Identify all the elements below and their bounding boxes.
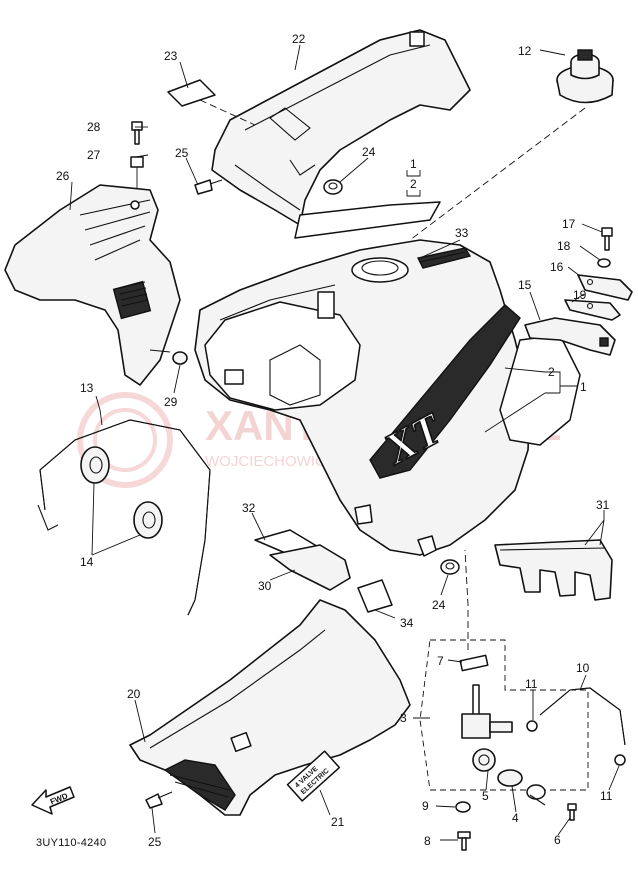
part-10-fuel-hose bbox=[539, 687, 626, 746]
callout-labels: 22 23 12 28 27 25 24 26 1 2 17 33 18 16 … bbox=[36, 32, 613, 849]
part-24-damper-top bbox=[323, 179, 343, 195]
part-29-grommet bbox=[149, 349, 188, 365]
part-14-damper bbox=[80, 446, 163, 539]
callout-3: 3 bbox=[400, 711, 407, 725]
part-24-damper-lower bbox=[440, 559, 460, 575]
callout-15: 15 bbox=[518, 278, 532, 292]
part-3-fuel-cock-assembly bbox=[419, 549, 589, 851]
callout-33: 33 bbox=[455, 226, 469, 240]
callout-28: 28 bbox=[87, 120, 101, 134]
part-25-bolt-top bbox=[194, 179, 223, 195]
part-33-fuel-tank: XT bbox=[194, 239, 581, 557]
callout-27: 27 bbox=[87, 148, 101, 162]
callout-26: 26 bbox=[56, 169, 70, 183]
part-31-pad-set bbox=[494, 539, 613, 601]
callout-24-top: 24 bbox=[362, 145, 376, 159]
callout-10: 10 bbox=[576, 661, 590, 675]
callout-25-top: 25 bbox=[175, 146, 189, 160]
fwd-label: FWD bbox=[49, 791, 69, 806]
fwd-arrow-icon: FWD bbox=[31, 786, 75, 815]
callout-7: 7 bbox=[437, 654, 444, 668]
diagram-code: 3UY110-4240 bbox=[36, 837, 106, 849]
callout-8: 8 bbox=[424, 834, 431, 848]
callout-29: 29 bbox=[164, 395, 178, 409]
part-20-lower-cover: 4 VALVE ELECTRIC bbox=[129, 599, 411, 816]
part-11-clamp bbox=[526, 720, 626, 766]
callout-18: 18 bbox=[557, 239, 571, 253]
callout-13: 13 bbox=[80, 381, 94, 395]
callout-16: 16 bbox=[550, 260, 564, 274]
callout-22: 22 bbox=[292, 32, 306, 46]
part-2-sheet bbox=[294, 201, 441, 239]
callout-6: 6 bbox=[554, 833, 561, 847]
part-15-mount-rubber bbox=[524, 317, 616, 356]
bracket-2-top: 2 bbox=[410, 177, 417, 191]
callout-21: 21 bbox=[331, 815, 345, 829]
callout-19: 19 bbox=[573, 288, 587, 302]
callout-2-tank: 2 bbox=[548, 365, 555, 379]
callout-11-right: 11 bbox=[600, 789, 613, 803]
part-26-side-cover bbox=[4, 184, 181, 386]
callout-30: 30 bbox=[258, 579, 272, 593]
callout-32: 32 bbox=[242, 501, 256, 515]
part-13-wire-bail bbox=[37, 419, 211, 616]
callout-11-left: 11 bbox=[525, 677, 538, 691]
part-12-fuel-cap bbox=[409, 49, 614, 241]
part-34-pad bbox=[357, 579, 393, 613]
callout-34: 34 bbox=[400, 616, 414, 630]
callout-12: 12 bbox=[518, 44, 532, 58]
callout-20: 20 bbox=[127, 687, 141, 701]
part-19-bracket bbox=[564, 299, 621, 321]
callout-1-tank: 1 bbox=[580, 380, 587, 394]
bracket-1-top: 1 bbox=[410, 157, 417, 171]
callout-9: 9 bbox=[422, 799, 429, 813]
part-25-bolt-lower bbox=[145, 791, 173, 809]
part-28-bolt bbox=[131, 121, 143, 145]
part-22-upper-cover bbox=[211, 29, 471, 226]
part-18-washer bbox=[597, 258, 611, 268]
callout-4: 4 bbox=[512, 811, 519, 825]
callout-31: 31 bbox=[596, 498, 610, 512]
part-23-pad bbox=[167, 79, 256, 126]
part-17-bolt bbox=[601, 227, 613, 251]
callout-23: 23 bbox=[164, 49, 178, 63]
callout-24-lower: 24 bbox=[432, 598, 446, 612]
callout-17: 17 bbox=[562, 217, 576, 231]
callout-25-lower: 25 bbox=[148, 835, 162, 849]
callout-5: 5 bbox=[482, 789, 489, 803]
callout-14: 14 bbox=[80, 555, 94, 569]
part-16-bracket bbox=[577, 274, 633, 301]
leader-lines bbox=[69, 44, 620, 841]
part-30-rubber bbox=[269, 544, 351, 591]
